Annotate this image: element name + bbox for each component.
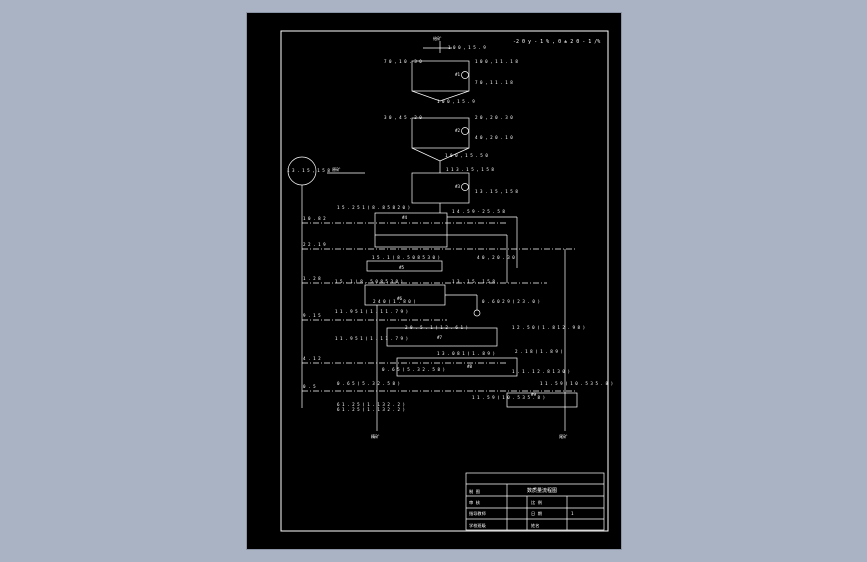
label-c1-left: 7 0 , 1 0 . 3 0 bbox=[384, 59, 422, 64]
label-left-6: 0 . 5 bbox=[303, 384, 316, 389]
node-2: #2 bbox=[455, 128, 461, 133]
label-left-2: 2 2 . 1 9 bbox=[303, 242, 326, 247]
label-c1-right2: 7 0 , 1 1 . 1 8 bbox=[475, 80, 513, 85]
label-c3-right: 1 3 . 1 5 , 1 5 8 bbox=[475, 189, 518, 194]
label-c9-a: 1 1 . 5 9 ( 1 0 . 5 3 5 . 8 ) bbox=[472, 395, 545, 400]
label-c8-d: 0 . 6 5 ( 5 . 3 2 . 5 8 ) bbox=[382, 367, 445, 372]
label-c9-c: 0 . 6 5 ( 5 . 3 2 . 5 8 ) bbox=[337, 381, 400, 386]
node-8: #8 bbox=[467, 364, 473, 369]
tb-r1c2: 日 期 bbox=[531, 511, 542, 517]
label-left-1: 1 0 . 8 2 bbox=[303, 216, 326, 221]
cell-3-pump-icon bbox=[461, 183, 469, 191]
label-feed: 1 0 0 , 1 5 . 9 bbox=[448, 45, 486, 50]
label-c8-b: 2 . 1 8 ( 1 . 8 9 ) bbox=[515, 349, 563, 354]
source-tag: 原矿 bbox=[332, 166, 340, 173]
label-left-3: 1 . 2 8 bbox=[303, 276, 321, 281]
node-3: #3 bbox=[455, 184, 461, 189]
label-c3-top: 1 1 3 . 1 5 , 1 5 8 bbox=[446, 167, 494, 172]
cell-7 bbox=[386, 327, 498, 347]
label-c1-bottom: 1 0 0 , 1 5 . 9 bbox=[437, 99, 475, 104]
cell-6-pump-icon bbox=[473, 309, 481, 317]
label-c6-pump: 0 . 6 0 2 9 ( 2 3 . 0 ) bbox=[482, 299, 540, 304]
cell-2 bbox=[411, 117, 470, 149]
cell-1 bbox=[411, 60, 470, 92]
label-c2-right2: 4 0 , 2 0 . 1 0 bbox=[475, 135, 513, 140]
label-c1-right: 1 0 0 , 1 1 . 1 8 bbox=[475, 59, 518, 64]
label-c7-b: 2 0 . 5 . 1 ( 1 2 . 6 1 ) bbox=[405, 325, 468, 330]
label-c9-b: 1 1 . 5 9 ( 1 0 . 5 3 5 . 8 ) bbox=[540, 381, 613, 386]
flowsheet-diagram: -2 0 y - 1 % , 0 ± 2 0 - 1 /% 给矿 1 0 0 ,… bbox=[280, 30, 613, 532]
tb-r3c2: 姓名 bbox=[531, 522, 539, 529]
cell-1-hopper bbox=[411, 90, 470, 102]
label-left-4: 9 . 1 5 bbox=[303, 313, 321, 318]
cell-5 bbox=[366, 260, 443, 272]
cell-8 bbox=[396, 357, 518, 377]
product-b-label: 尾矿 bbox=[559, 433, 567, 440]
tb-r0c0: 制 图 bbox=[469, 488, 480, 495]
tb-r1c0: 审 核 bbox=[469, 499, 481, 506]
label-c2-left: 3 0 , 4 5 . 2 0 bbox=[384, 115, 422, 120]
label-c6-in: 2 4 0 ( 1 . 8 0 ) bbox=[373, 299, 416, 304]
label-c7-c: 1 2 . 5 0 ( 1 . 8 1 2 . 9 8 ) bbox=[512, 325, 585, 330]
label-c7-d: 1 1 . 9 5 1 ( 1 . 1 1 . 7 9 ) bbox=[335, 336, 408, 341]
label-bottom-b: 6 1 . 2 5 ( 1 . 1 3 2 . 2 ) bbox=[337, 407, 405, 412]
label-c2-right: 2 0 , 2 0 . 3 0 bbox=[475, 115, 513, 120]
node-1: #1 bbox=[455, 72, 461, 77]
label-c8-c: 1 . 1 . 1 2 . 8 1 3 0 ) bbox=[512, 369, 570, 374]
tb-r3c0: 学校班级 bbox=[469, 522, 487, 529]
label-c6-top: 1 5 . 1 ( 8 . 5 0 8 5 3 0 ) bbox=[335, 279, 403, 284]
cell-4 bbox=[374, 212, 448, 248]
label-c5-right: 4 0 , 2 0 . 3 0 bbox=[477, 255, 515, 260]
node-9: #9 bbox=[531, 392, 537, 397]
label-c7-a: 1 1 . 9 5 1 ( 1 . 1 1 . 7 9 ) bbox=[335, 309, 408, 314]
node-6: #6 bbox=[397, 296, 403, 301]
label-left-5: 4 . 1 2 bbox=[303, 356, 321, 361]
input-label: 给矿 bbox=[433, 35, 441, 42]
node-5: #5 bbox=[399, 265, 405, 270]
cell-1-pump-icon bbox=[461, 71, 469, 79]
cell-2-pump-icon bbox=[461, 127, 469, 135]
label-c2-bottom: 1 0 0 , 1 5 . 5 0 bbox=[445, 153, 488, 158]
inner-frame bbox=[280, 30, 609, 532]
tb-r0c2: 比 例 bbox=[531, 499, 542, 506]
node-4: #4 bbox=[402, 215, 408, 220]
cell-9 bbox=[506, 392, 578, 408]
label-c5-top: 1 5 . 1 ( 8 . 5 0 8 5 3 0 ) bbox=[372, 255, 440, 260]
drawing-sheet: -2 0 y - 1 % , 0 ± 2 0 - 1 /% 给矿 1 0 0 ,… bbox=[247, 13, 621, 549]
title-block-title: 数质量流程图 bbox=[527, 487, 557, 494]
product-a-label: 精矿 bbox=[371, 433, 379, 440]
label-c4-right: 1 4 . 5 9 - 2 5 . 5 8 bbox=[452, 209, 505, 214]
label-bottom-a: 6 1 . 2 5 ( 1 . 1 3 2 . 2 ) bbox=[337, 402, 405, 407]
label-c4-top: 1 5 . 2 5 1 ( 8 . 8 5 8 2 0 ) bbox=[337, 205, 410, 210]
label-thickener: 1 3 . 1 5 , 1 5 8 bbox=[287, 168, 330, 173]
cell-3 bbox=[411, 172, 470, 204]
label-c8-a: 1 3 . 0 8 1 ( 1 . 8 9 ) bbox=[437, 351, 495, 356]
label-c6-right: 1 3 . 1 5 , 1 5 8 bbox=[452, 279, 495, 284]
tb-r2c3: 1 bbox=[571, 511, 574, 516]
scale-note: -2 0 y - 1 % , 0 ± 2 0 - 1 /% bbox=[513, 39, 600, 45]
title-block: 数质量流程图 制 图 审 核 指导教师 学校班级 比 例 日 期 1 姓名 bbox=[465, 472, 605, 531]
node-7: #7 bbox=[437, 335, 443, 340]
tb-r2c0: 指导教师 bbox=[469, 510, 486, 517]
